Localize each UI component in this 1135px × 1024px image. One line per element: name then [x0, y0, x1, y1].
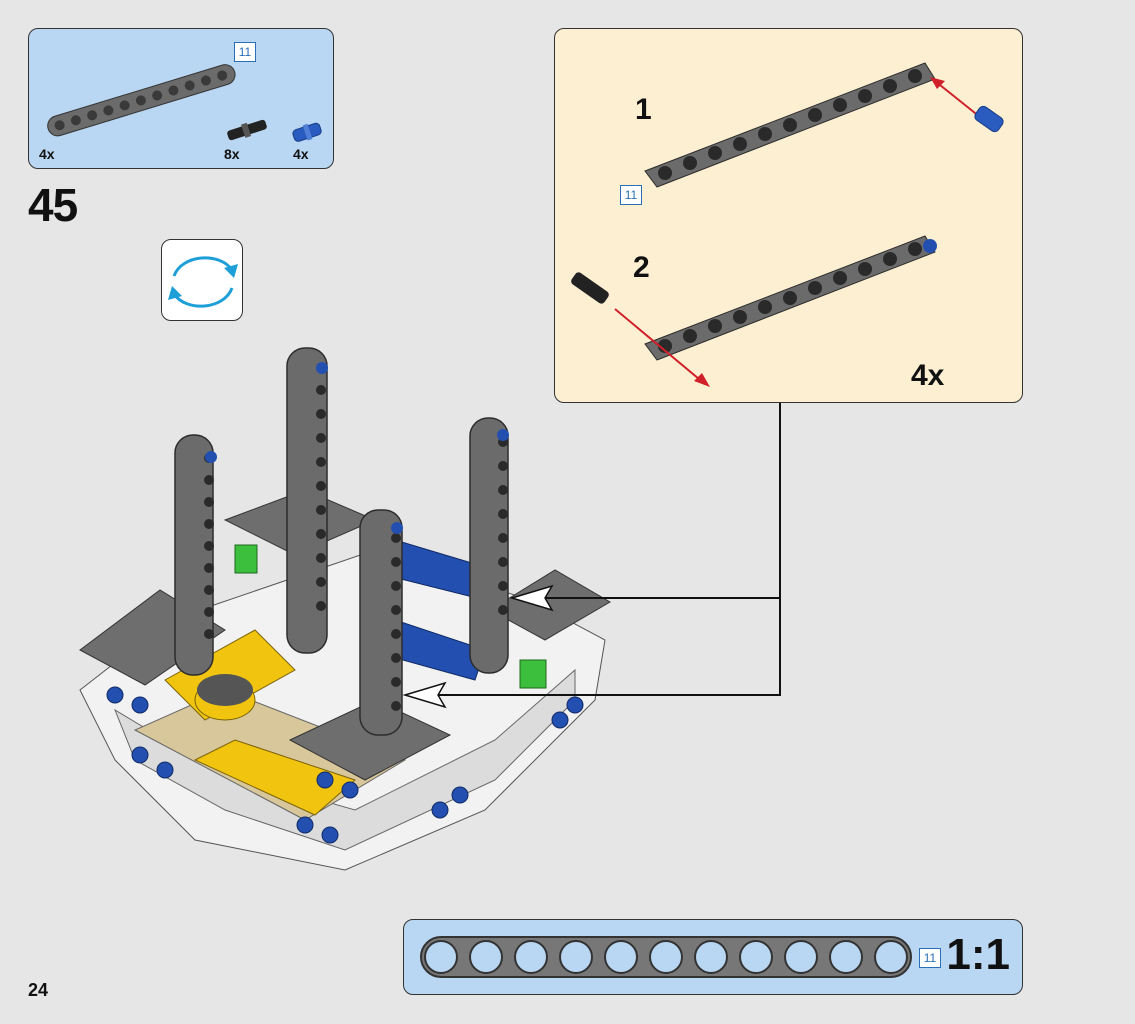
scale-hole: [784, 940, 818, 974]
scale-hole: [604, 940, 638, 974]
friction-pin-icon: [227, 119, 267, 141]
substep-2-pin-arrow-icon: [571, 272, 710, 387]
substep-2-beam-icon: [644, 235, 937, 361]
step-number: 45: [28, 179, 78, 231]
pin-quantity: 8x: [224, 146, 240, 162]
scale-hole: [739, 940, 773, 974]
scale-beam-icon: [420, 936, 912, 978]
substep-1-arrow-icon: [930, 77, 1004, 133]
beam-11-icon: [47, 64, 236, 137]
scale-hole: [469, 940, 503, 974]
scale-hole: [649, 940, 683, 974]
scale-hole: [514, 940, 548, 974]
sub-assembly-callout: 1 2 11 4x: [554, 28, 1023, 403]
page-number: 24: [28, 980, 49, 1000]
scale-hole: [694, 940, 728, 974]
callout-multiplier: 4x: [911, 359, 945, 392]
substep-2-number: 2: [633, 251, 650, 284]
scale-beam-length-badge: 11: [919, 948, 941, 968]
scale-hole: [559, 940, 593, 974]
beam-length-badge: 11: [234, 42, 256, 62]
axle-pin-quantity: 4x: [293, 146, 309, 162]
axle-pin-icon: [292, 122, 322, 142]
beam-quantity: 4x: [39, 146, 55, 162]
scale-label: 1:1: [946, 930, 1010, 979]
rotate-model-icon: [168, 256, 238, 308]
substep-1-number: 1: [635, 93, 652, 126]
scale-ruler-panel: 11 1:1: [403, 919, 1023, 995]
rotate-model-box: [161, 239, 243, 321]
substep-1-beam-icon: [644, 62, 936, 188]
scale-hole: [424, 940, 458, 974]
model-illustration: [79, 347, 611, 871]
scale-hole: [829, 940, 863, 974]
callout-beam-length-badge: 11: [620, 185, 642, 205]
parts-list-panel: 11 4x 8x 4x: [28, 28, 334, 169]
scale-hole: [874, 940, 908, 974]
